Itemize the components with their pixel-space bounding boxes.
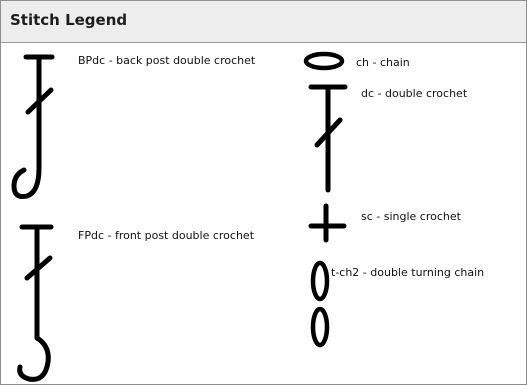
chain-label: ch - chain — [356, 56, 410, 69]
bpdc-label: BPdc - back post double crochet — [78, 54, 256, 67]
dc-label: dc - double crochet — [361, 87, 468, 100]
fpdc-label: FPdc - front post double crochet — [78, 229, 255, 242]
sc-label: sc - single crochet — [361, 210, 461, 223]
legend-header: Stitch Legend — [1, 1, 526, 43]
legend-title: Stitch Legend — [10, 11, 128, 29]
tch2-label: t-ch2 - double turning chain — [331, 266, 485, 279]
